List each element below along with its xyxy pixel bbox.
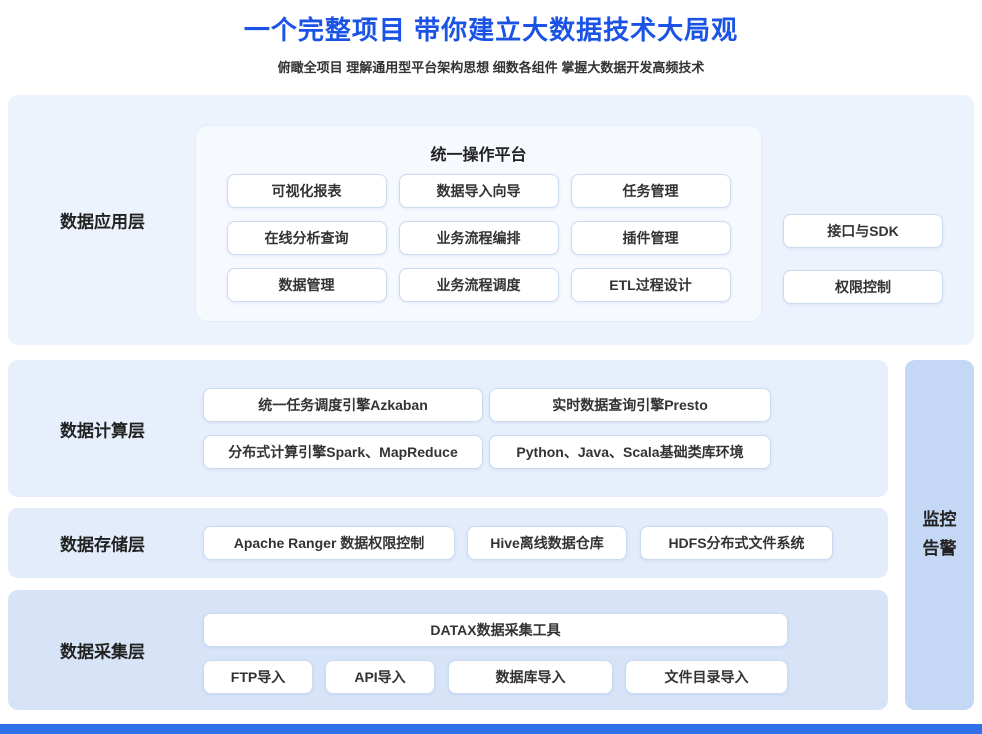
platform-button-workflow-scheduling: 业务流程调度 <box>398 268 559 302</box>
storage-button-apache-ranger: Apache Ranger 数据权限控制 <box>203 526 455 560</box>
layer-computing: 数据计算层 统一任务调度引擎Azkaban 实时数据查询引擎Presto 分布式… <box>8 360 888 497</box>
header: 一个完整项目 带你建立大数据技术大局观 俯瞰全项目 理解通用型平台架构思想 细数… <box>0 0 982 76</box>
storage-button-hive: Hive离线数据仓库 <box>467 526 627 560</box>
layer-collection: 数据采集层 DATAX数据采集工具 FTP导入 API导入 数据库导入 文件目录… <box>8 590 888 710</box>
storage-button-hdfs: HDFS分布式文件系统 <box>640 526 833 560</box>
platform-button-data-management: 数据管理 <box>226 268 387 302</box>
platform-button-workflow-orchestration: 业务流程编排 <box>398 221 559 255</box>
collection-button-file-directory-import: 文件目录导入 <box>625 660 788 694</box>
computing-button-presto: 实时数据查询引擎Presto <box>489 388 771 422</box>
platform-title: 统一操作平台 <box>430 147 527 164</box>
side-button-permission-control: 权限控制 <box>783 270 943 304</box>
computing-button-language-libraries: Python、Java、Scala基础类库环境 <box>489 435 771 469</box>
collection-button-ftp-import: FTP导入 <box>203 660 313 694</box>
layer-application-label: 数据应用层 <box>60 212 145 232</box>
computing-button-azkaban: 统一任务调度引擎Azkaban <box>203 388 483 422</box>
platform-button-visual-report: 可视化报表 <box>226 174 387 208</box>
platform-button-etl-design: ETL过程设计 <box>570 268 731 302</box>
platform-button-data-import-wizard: 数据导入向导 <box>398 174 559 208</box>
monitor-alert-label: 监控告警 <box>922 510 957 558</box>
platform-button-plugin-management: 插件管理 <box>570 221 731 255</box>
platform-grid: 可视化报表 数据导入向导 任务管理 在线分析查询 业务流程编排 插件管理 数据管… <box>196 174 761 302</box>
layer-application: 数据应用层 统一操作平台 可视化报表 数据导入向导 任务管理 在线分析查询 业务… <box>8 95 974 345</box>
monitor-alert-panel: 监控告警 <box>905 360 974 710</box>
collection-button-api-import: API导入 <box>325 660 435 694</box>
layer-collection-label: 数据采集层 <box>60 642 145 662</box>
layer-storage-label: 数据存储层 <box>60 535 145 555</box>
platform-button-task-management: 任务管理 <box>570 174 731 208</box>
footer-bar <box>0 724 982 734</box>
page-subtitle: 俯瞰全项目 理解通用型平台架构思想 细数各组件 掌握大数据开发高频技术 <box>277 60 705 75</box>
unified-platform-panel: 统一操作平台 可视化报表 数据导入向导 任务管理 在线分析查询 业务流程编排 插… <box>195 125 762 322</box>
layer-storage: 数据存储层 Apache Ranger 数据权限控制 Hive离线数据仓库 HD… <box>8 508 888 578</box>
side-button-api-sdk: 接口与SDK <box>783 214 943 248</box>
computing-button-spark-mapreduce: 分布式计算引擎Spark、MapReduce <box>203 435 483 469</box>
collection-button-datax: DATAX数据采集工具 <box>203 613 788 647</box>
platform-button-online-analysis: 在线分析查询 <box>226 221 387 255</box>
layer-computing-label: 数据计算层 <box>60 421 145 440</box>
page-title: 一个完整项目 带你建立大数据技术大局观 <box>243 15 739 45</box>
collection-button-database-import: 数据库导入 <box>448 660 613 694</box>
